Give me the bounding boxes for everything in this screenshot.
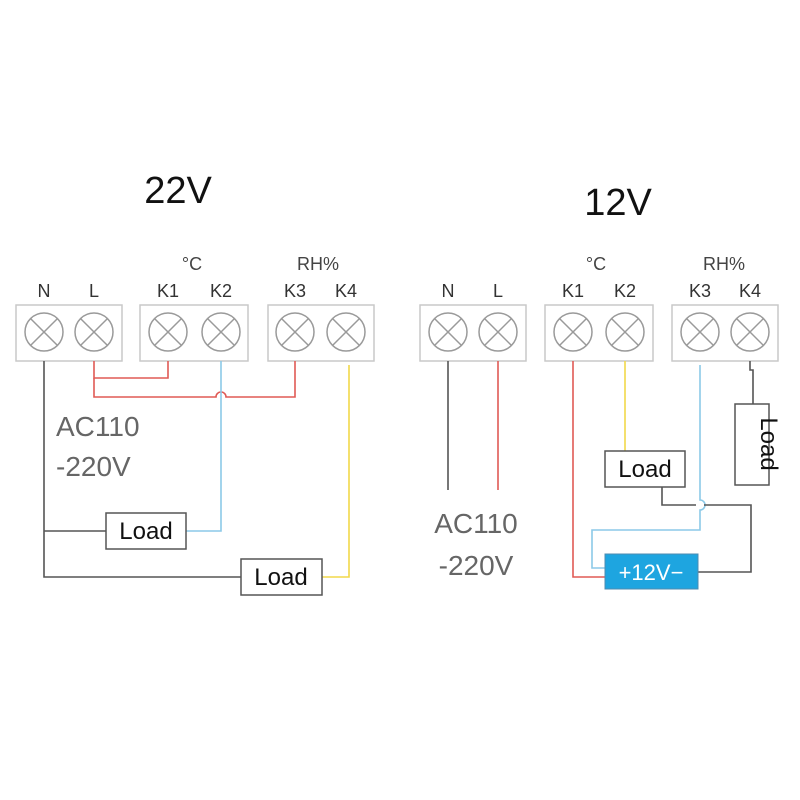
terminal-k2-screw [201, 312, 241, 352]
load-box-1: Load [105, 512, 187, 550]
terminal-n-screw [428, 312, 468, 352]
load-box-1: Load [604, 450, 686, 488]
terminal-l-screw [478, 312, 518, 352]
diagram-12v: 12V °C RH% N L K1 K2 K3 K4 [419, 182, 782, 590]
terminal-l-screw [74, 312, 114, 352]
load-label: Load [618, 456, 671, 483]
diagram-title: 12V [584, 182, 652, 224]
red-wire-l-to-k1 [93, 361, 169, 379]
temperature-group-label: °C [182, 254, 202, 274]
terminal-k3-screw [275, 312, 315, 352]
terminal-block-power [15, 304, 123, 362]
terminal-label-n: N [442, 281, 455, 301]
terminal-k1-screw [148, 312, 188, 352]
load-label: Load [119, 518, 172, 545]
terminal-block-power [419, 304, 527, 362]
humidity-group-label: RH% [703, 254, 745, 274]
load-box-2: Load [240, 558, 323, 596]
red-wire-l-to-k3 [93, 361, 296, 398]
load-box-2-vertical: Load [734, 403, 782, 486]
blue-wire-k3-to-battery [591, 365, 706, 569]
diagram-22v: 22V °C RH% N L K1 K2 K3 K4 [15, 170, 375, 596]
terminal-label-k1: K1 [157, 281, 179, 301]
blue-wire-k2-to-load [186, 361, 222, 532]
diagram-title: 22V [144, 170, 212, 212]
battery-label: +12V− [619, 560, 684, 585]
terminal-label-k4: K4 [335, 281, 357, 301]
load-label: Load [755, 417, 782, 470]
temperature-group-label: °C [586, 254, 606, 274]
gray-wire-n-to-loads [43, 361, 241, 578]
terminal-block-humidity [267, 304, 375, 362]
terminal-n-screw [24, 312, 64, 352]
terminal-label-k2: K2 [614, 281, 636, 301]
supply-label-line1: AC110 [56, 411, 140, 442]
humidity-group-label: RH% [297, 254, 339, 274]
yellow-wire-k4-to-load [322, 365, 350, 578]
terminal-k3-screw [680, 312, 720, 352]
terminal-label-l: L [89, 281, 99, 301]
terminal-block-temperature [544, 304, 654, 362]
supply-label-line1: AC110 [434, 508, 518, 539]
supply-label-line2: -220V [439, 550, 514, 581]
gray-wire-load-return [661, 487, 752, 573]
terminal-block-humidity [671, 304, 779, 362]
terminal-label-n: N [38, 281, 51, 301]
supply-label-line2: -220V [56, 451, 131, 482]
terminal-label-k4: K4 [739, 281, 761, 301]
terminal-label-k2: K2 [210, 281, 232, 301]
terminal-block-temperature [139, 304, 249, 362]
battery-12v: +12V− [604, 553, 699, 590]
terminal-label-k3: K3 [689, 281, 711, 301]
terminal-label-l: L [493, 281, 503, 301]
terminal-k1-screw [553, 312, 593, 352]
terminal-label-k3: K3 [284, 281, 306, 301]
red-wire-k1-to-battery [572, 361, 607, 578]
gray-wire-k4-to-load [749, 361, 754, 404]
terminal-k4-screw [326, 312, 366, 352]
load-label: Load [254, 564, 307, 591]
terminal-k4-screw [730, 312, 770, 352]
terminal-k2-screw [605, 312, 645, 352]
terminal-label-k1: K1 [562, 281, 584, 301]
